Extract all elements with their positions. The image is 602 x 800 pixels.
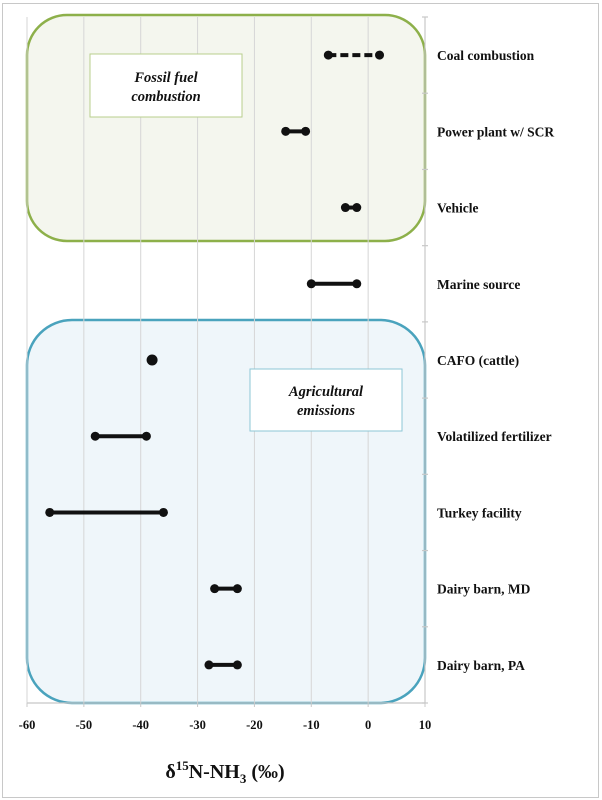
range-mark (45, 507, 168, 517)
range-min-point (281, 126, 291, 136)
range-max-point (352, 203, 362, 213)
range-mark (210, 584, 242, 594)
range-max-point (301, 126, 311, 136)
agricultural-label-line1: Agricultural (288, 384, 363, 400)
range-min-point (306, 279, 316, 289)
range-mark (146, 354, 158, 366)
range-max-point (141, 431, 151, 441)
category-label: CAFO (cattle) (437, 353, 519, 368)
x-tick-label: -10 (303, 718, 320, 732)
group-boxes (25, 13, 427, 705)
category-label: Dairy barn, MD (437, 582, 531, 597)
fossil-fuel-label-line1: Fossil fuel (133, 70, 197, 86)
x-axis-title: δ15N-NH3 (‰) (165, 758, 284, 786)
category-label: Marine source (437, 277, 520, 292)
x-tick-label: -40 (132, 718, 149, 732)
category-label: Power plant w/ SCR (437, 124, 554, 139)
x-tick-labels: -60 -50 -40 -30 -20 -10 0 10 (19, 718, 432, 732)
agricultural-label-box: Agricultural emissions (249, 368, 403, 432)
category-label: Turkey facility (437, 505, 522, 520)
range-mark (204, 660, 242, 670)
fossil-fuel-label-box: Fossil fuel combustion (89, 53, 243, 118)
range-mark (340, 203, 362, 213)
data-marks (45, 50, 385, 670)
range-max-point (232, 660, 242, 670)
x-tick-label: -50 (76, 718, 93, 732)
range-min-point (210, 584, 220, 594)
range-min-point (323, 50, 333, 60)
range-mark (90, 431, 151, 441)
fossil-fuel-label-line2: combustion (131, 89, 200, 105)
range-mark (323, 50, 385, 60)
x-tick-label: 10 (419, 718, 432, 732)
category-label: Coal combustion (437, 48, 535, 63)
range-max-point (232, 584, 242, 594)
x-tick-label: -60 (19, 718, 36, 732)
data-point (146, 354, 158, 366)
range-mark (306, 279, 362, 289)
x-tick-label: 0 (365, 718, 371, 732)
category-label: Volatilized fertilizer (437, 429, 552, 444)
range-mark (281, 126, 311, 136)
range-min-point (45, 507, 55, 517)
agricultural-label-line2: emissions (297, 403, 355, 419)
x-tick-label: -30 (189, 718, 206, 732)
x-axis (26, 16, 428, 707)
range-min-point (340, 203, 350, 213)
gridlines (26, 17, 426, 703)
range-max-point (352, 279, 362, 289)
range-min-point (204, 660, 214, 670)
range-max-point (158, 507, 168, 517)
range-min-point (90, 431, 100, 441)
category-label: Vehicle (437, 201, 479, 216)
x-tick-label: -20 (246, 718, 263, 732)
fossil-fuel-group-box (25, 13, 427, 243)
category-label: Dairy barn, PA (437, 658, 525, 673)
range-max-point (375, 50, 385, 60)
